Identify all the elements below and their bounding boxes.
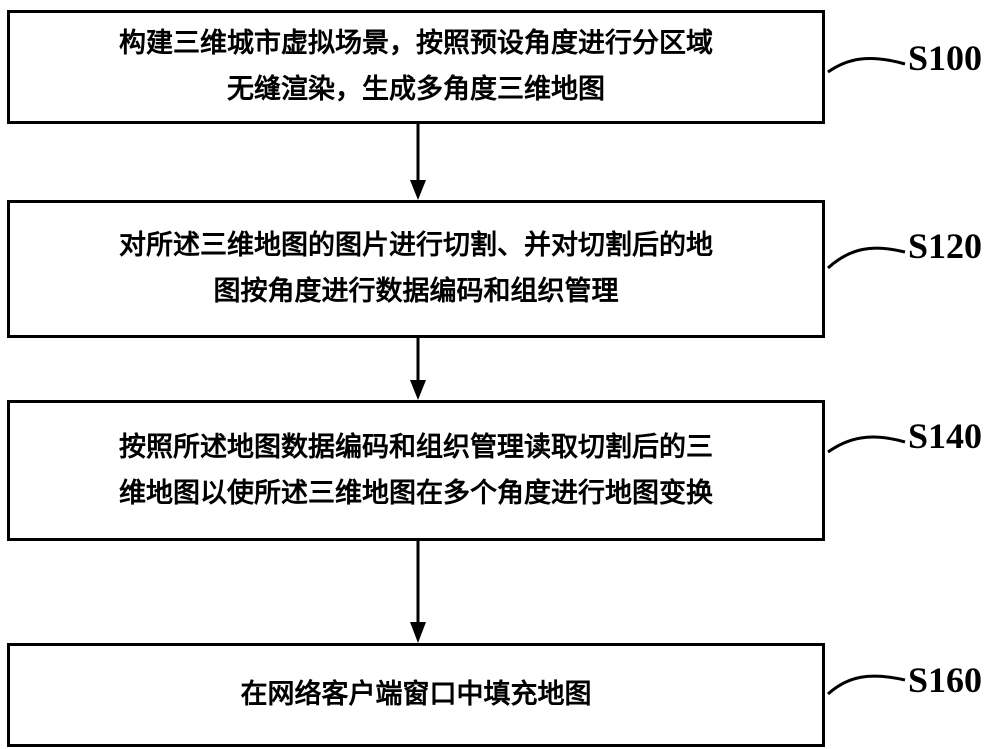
step-line: 按照所述地图数据编码和组织管理读取切割后的三 bbox=[119, 431, 713, 463]
arrow-s120-s140 bbox=[410, 338, 426, 400]
step-text-s140: 按照所述地图数据编码和组织管理读取切割后的三 维地图以使所述三维地图在多个角度进… bbox=[10, 425, 822, 517]
leader-s140 bbox=[827, 435, 906, 454]
step-label-s160: S160 bbox=[908, 660, 983, 700]
leader-s120 bbox=[826, 246, 906, 270]
step-text-s160: 在网络客户端窗口中填充地图 bbox=[10, 672, 822, 718]
arrow-s140-s160 bbox=[410, 541, 426, 643]
step-box-s120: 对所述三维地图的图片进行切割、并对切割后的地 图按角度进行数据编码和组织管理 bbox=[7, 200, 825, 338]
step-label-s120: S120 bbox=[908, 226, 983, 266]
step-line: 维地图以使所述三维地图在多个角度进行地图变换 bbox=[119, 477, 713, 509]
step-line: 图按角度进行数据编码和组织管理 bbox=[213, 276, 619, 307]
arrow-s100-s120 bbox=[410, 124, 426, 200]
leader-s100 bbox=[827, 56, 906, 74]
step-line: 在网络客户端窗口中填充地图 bbox=[240, 679, 592, 710]
leader-s160 bbox=[826, 674, 906, 696]
step-box-s140: 按照所述地图数据编码和组织管理读取切割后的三 维地图以使所述三维地图在多个角度进… bbox=[7, 400, 825, 541]
step-label-s140: S140 bbox=[908, 416, 983, 456]
step-line: 构建三维城市虚拟场景，按照预设角度进行分区域 bbox=[119, 28, 713, 59]
step-text-s120: 对所述三维地图的图片进行切割、并对切割后的地 图按角度进行数据编码和组织管理 bbox=[10, 223, 822, 315]
step-line: 对所述三维地图的图片进行切割、并对切割后的地 bbox=[119, 230, 713, 261]
step-line: 无缝渲染，生成多角度三维地图 bbox=[227, 74, 605, 105]
step-label-s100: S100 bbox=[908, 38, 983, 78]
step-text-s100: 构建三维城市虚拟场景，按照预设角度进行分区域 无缝渲染，生成多角度三维地图 bbox=[10, 21, 822, 113]
step-box-s100: 构建三维城市虚拟场景，按照预设角度进行分区域 无缝渲染，生成多角度三维地图 bbox=[7, 10, 825, 124]
step-box-s160: 在网络客户端窗口中填充地图 bbox=[7, 643, 825, 747]
